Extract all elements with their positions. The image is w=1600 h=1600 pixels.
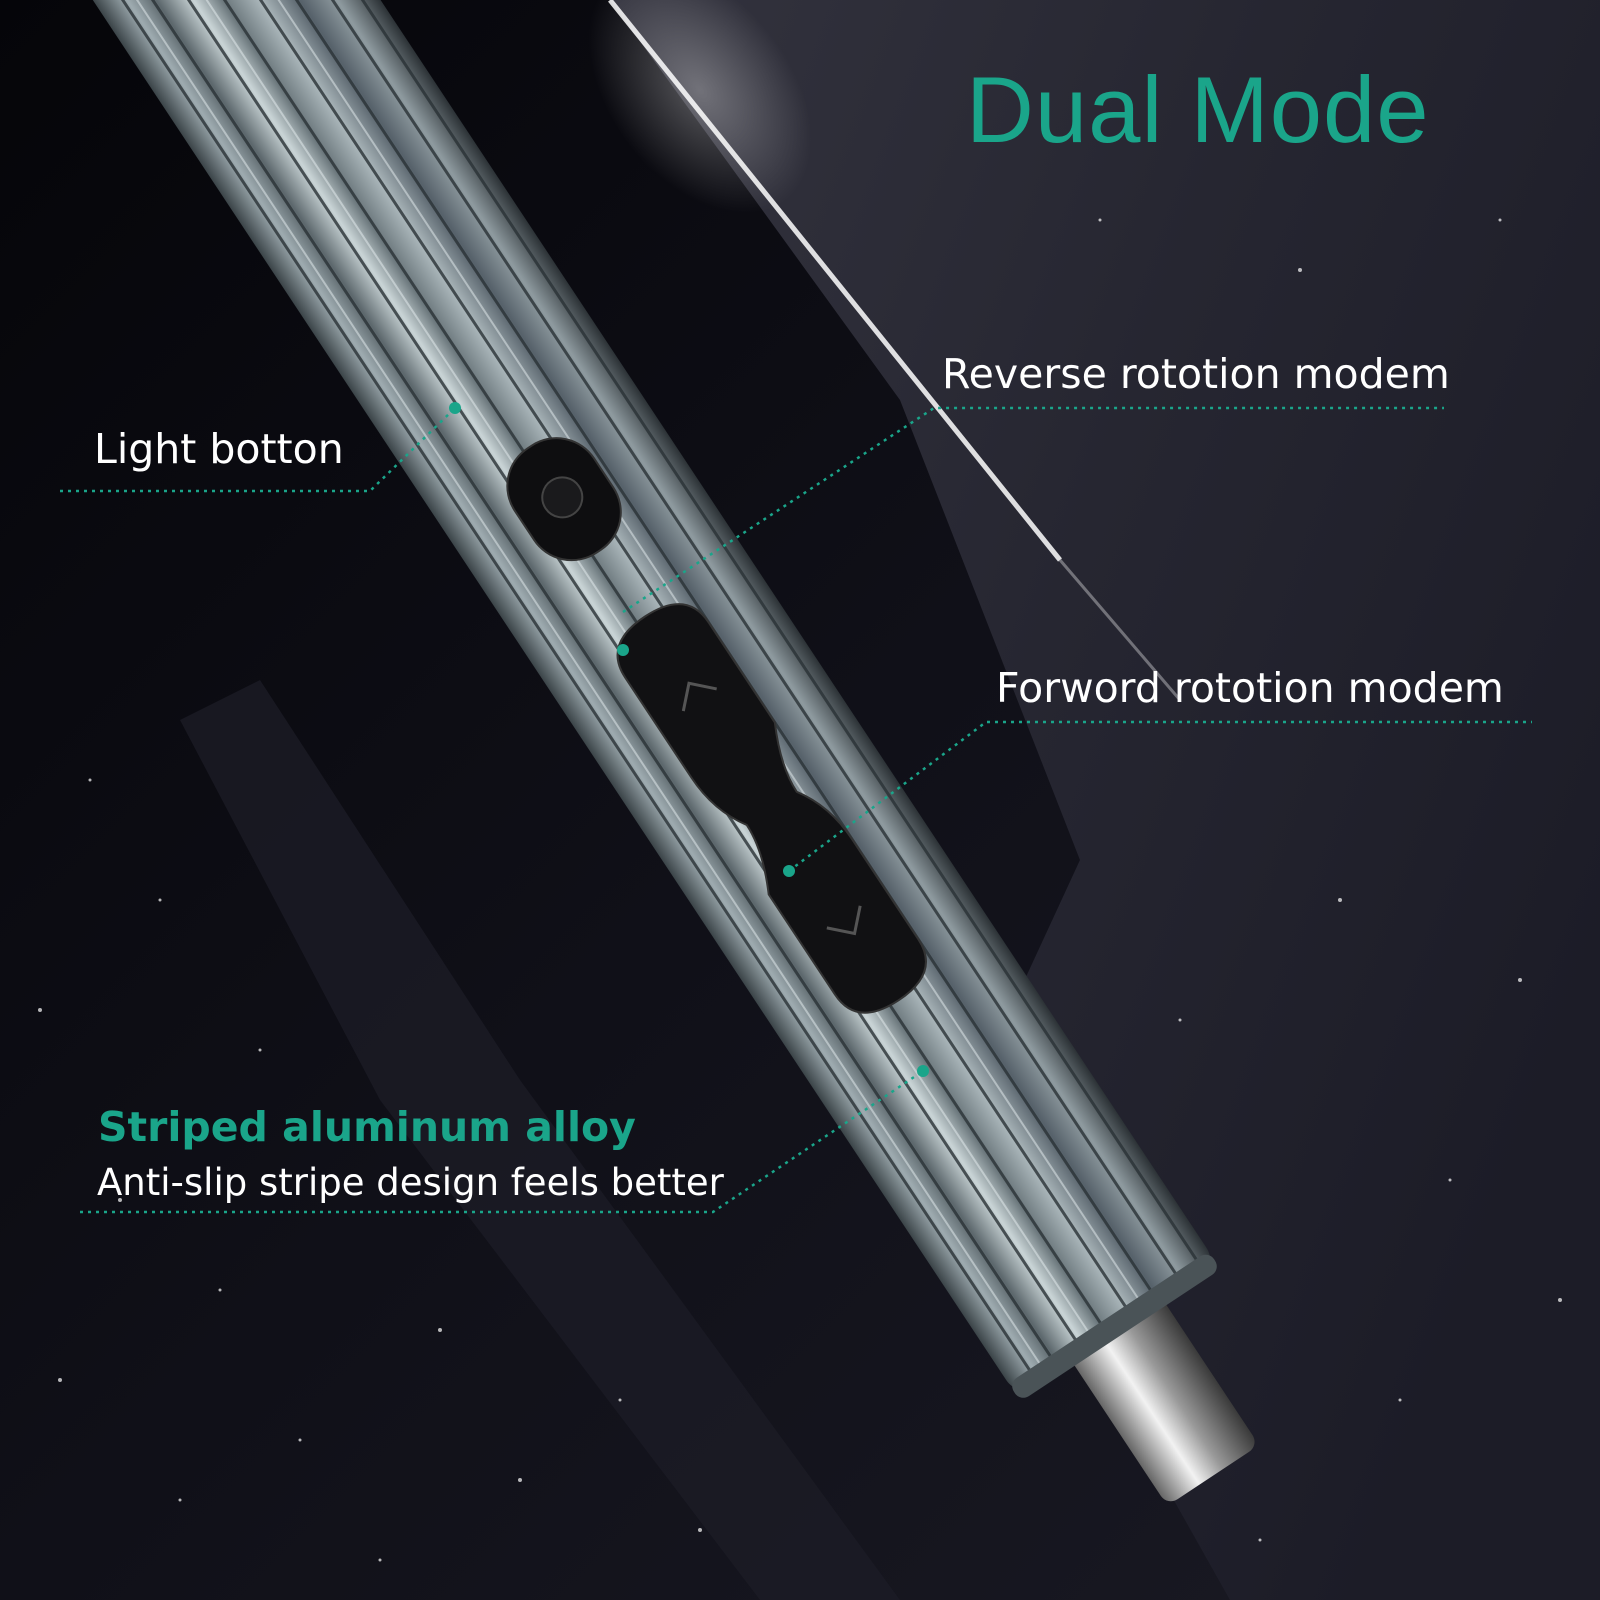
stars (38, 218, 1562, 1562)
material-title: Striped aluminum alloy (98, 1103, 636, 1151)
callout-lines (60, 406, 1532, 1214)
forward-mode-label: Forword rototion modem (996, 664, 1504, 712)
screwdriver (2, 0, 1255, 1502)
callout-dots (449, 402, 929, 1077)
reflection (180, 680, 900, 1600)
stripes (12, 0, 1206, 1383)
page-title: Dual Mode (966, 57, 1430, 162)
up-arrow-icon (681, 681, 717, 712)
mode-rocker-switch (616, 603, 927, 1014)
lit-surface (610, 0, 1600, 1600)
light-button-label: Light botton (94, 425, 344, 473)
material-description: Anti-slip stripe design feels better (97, 1161, 724, 1204)
down-arrow-icon (826, 905, 862, 936)
reverse-mode-label: Reverse rototion modem (942, 350, 1450, 398)
